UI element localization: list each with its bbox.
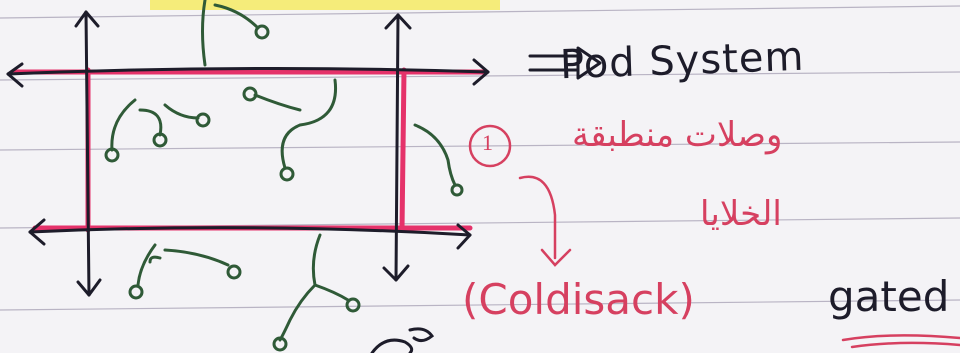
title-text: Pod System — [559, 33, 806, 89]
arabic-line-2: الخلايا — [700, 194, 782, 234]
highlight-strip — [150, 0, 500, 10]
english-term: (Coldisack) — [462, 275, 695, 324]
receptor-sketches — [104, 0, 464, 352]
bullet-number: 1 — [482, 130, 493, 155]
bottom-scribble — [370, 327, 435, 353]
gated-text: gated — [828, 272, 950, 321]
arrows — [6, 10, 602, 297]
arabic-line-1: وصلات منطبقة — [572, 115, 783, 155]
red-annotations — [468, 124, 960, 349]
